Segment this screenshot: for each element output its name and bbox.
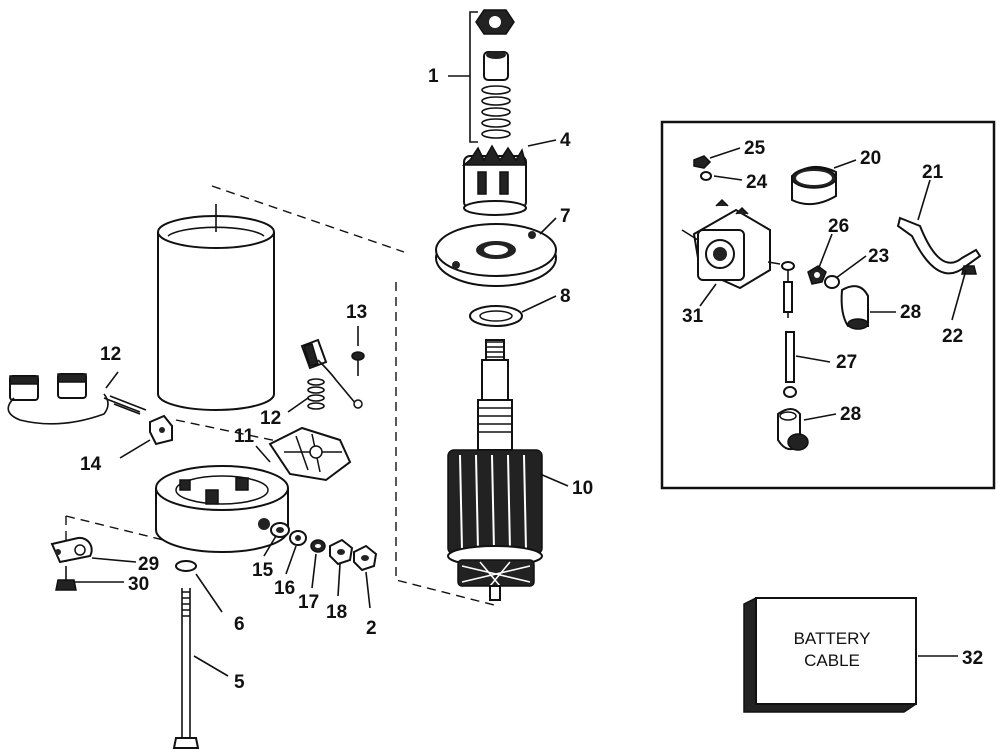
brush-plate [268,426,352,482]
label-23: 23 [868,246,889,267]
label-13: 13 [346,302,367,323]
screw-13 [351,351,365,409]
battery-cable-text-line2: CABLE [804,651,860,670]
terminal-hardware [270,522,378,572]
pinion-gear [461,144,527,216]
label-31: 31 [682,306,704,327]
assembly-guides [65,185,499,607]
label-6: 6 [234,614,245,635]
end-plate [435,223,557,287]
label-1: 1 [428,66,439,87]
brush-set-right [300,338,357,410]
label-10: 10 [572,478,593,499]
screw-30 [55,566,77,591]
label-12-left: 12 [100,344,121,365]
battery-cable-text-line1: BATTERY [794,629,871,648]
label-14: 14 [80,454,102,475]
label-27: 27 [836,352,857,373]
label-18: 18 [326,602,347,623]
label-2: 2 [366,618,377,639]
drive-stack [435,9,557,327]
label-8: 8 [560,286,571,307]
end-cap [155,465,289,553]
label-5: 5 [234,672,245,693]
label-11: 11 [234,426,255,447]
label-25: 25 [744,138,766,159]
label-12-right: 12 [260,408,281,429]
label-22: 22 [942,326,963,347]
part-labels: 1 4 7 8 10 13 12 12 11 14 15 16 17 18 2 … [80,66,983,693]
terminal-14 [149,414,173,446]
label-16: 16 [274,578,295,599]
frame-housing [157,204,275,411]
label-20: 20 [860,148,881,169]
solenoid-parts [681,155,982,451]
label-26: 26 [828,216,849,237]
label-24: 24 [746,172,768,193]
clamp-29 [50,536,93,564]
label-28-upper: 28 [900,302,921,323]
leader-lines [74,139,569,677]
label-32: 32 [962,648,983,669]
label-4: 4 [560,130,571,151]
label-30: 30 [128,574,149,595]
washer-6 [175,560,197,572]
label-28-lower: 28 [840,404,861,425]
label-21: 21 [922,162,944,183]
through-bolt [172,588,200,749]
label-7: 7 [560,206,571,227]
armature [447,339,543,601]
spring [481,85,511,139]
battery-cable-box: BATTERY CABLE [743,597,958,713]
label-17: 17 [298,592,319,613]
inset-leader-lines [699,147,967,421]
label-15: 15 [252,560,274,581]
label-29: 29 [138,554,159,575]
brush-set-left [7,373,147,425]
